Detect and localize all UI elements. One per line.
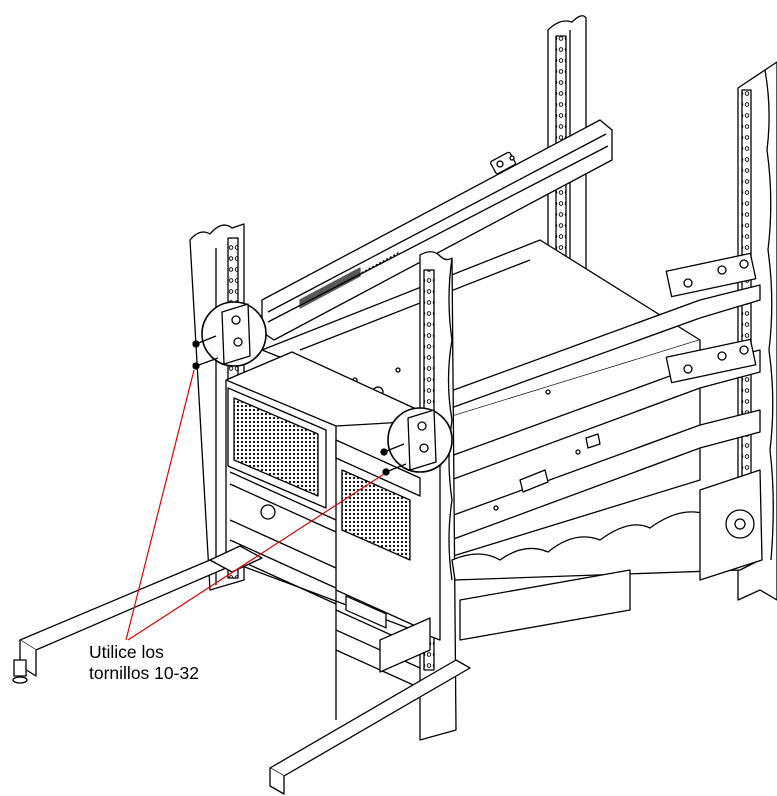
callout-leader-lines [125, 369, 385, 641]
right-side-rails [439, 252, 761, 545]
screw-callout-label: Utilice los tornillos 10-32 [89, 642, 199, 684]
server-chassis [225, 351, 441, 720]
callout-line-2: tornillos 10-32 [89, 663, 199, 683]
front-base [12, 545, 471, 795]
screw-detail-left [192, 301, 267, 370]
key-lock-icon [260, 504, 276, 520]
leader-line-right [127, 473, 385, 641]
slide-rail [261, 119, 613, 341]
leader-line-left [125, 369, 195, 641]
right-base [459, 469, 763, 641]
screw-detail-right [380, 407, 453, 476]
callout-line-1: Utilice los [89, 642, 164, 662]
